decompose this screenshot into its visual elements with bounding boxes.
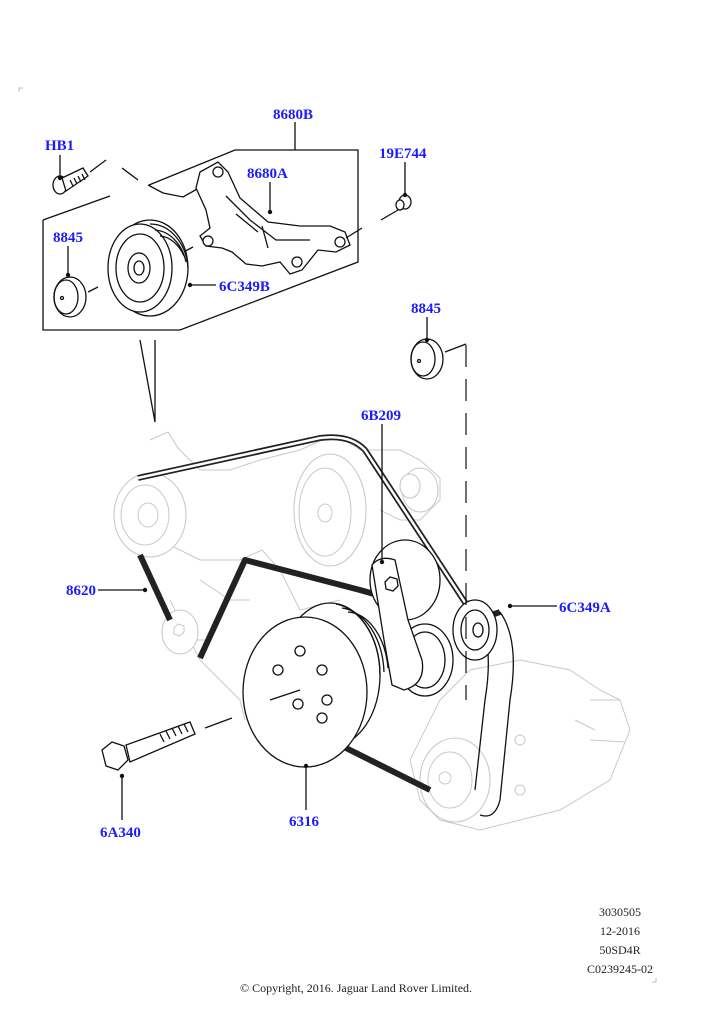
callout-19e744[interactable]: 19E744 <box>379 146 427 162</box>
callout-6c349a[interactable]: 6C349A <box>559 600 611 616</box>
dust-cap-8845-lower <box>410 338 467 380</box>
lower-idler-pulley <box>452 599 498 661</box>
ref-illustration-id: C0239245-02 <box>587 962 653 976</box>
leader-lines <box>57 122 557 820</box>
crankshaft-pulley-6316 <box>242 602 389 768</box>
callout-8620[interactable]: 8620 <box>66 583 96 599</box>
callout-6c349b[interactable]: 6C349B <box>219 279 270 295</box>
copyright-notice: © Copyright, 2016. Jaguar Land Rover Lim… <box>239 981 473 995</box>
callout-8845-lower[interactable]: 8845 <box>411 301 441 317</box>
tensioner-6b209 <box>369 539 454 697</box>
callout-8845-upper[interactable]: 8845 <box>53 230 83 246</box>
callout-6b209[interactable]: 6B209 <box>361 408 402 424</box>
corner-mark-top-left <box>18 87 23 92</box>
idler-pulley-6c349b <box>107 219 189 317</box>
dust-cap-8845-upper <box>53 276 99 318</box>
callout-hb1[interactable]: HB1 <box>45 138 75 154</box>
sleeve-19e744 <box>380 194 412 221</box>
exploded-inset <box>42 149 412 331</box>
bolt-6a340 <box>101 717 233 771</box>
bolt-hb1 <box>52 159 107 195</box>
callout-8680b[interactable]: 8680B <box>273 107 314 123</box>
callout-8680a[interactable]: 8680A <box>247 166 288 182</box>
large-pulley <box>293 453 367 567</box>
ref-number: 3030505 <box>599 905 641 919</box>
ref-code: 50SD4R <box>599 943 641 957</box>
alternator-pulley <box>161 609 199 655</box>
callout-6316[interactable]: 6316 <box>289 814 319 830</box>
ref-date: 12-2016 <box>600 924 640 938</box>
callout-6a340[interactable]: 6A340 <box>100 825 141 841</box>
bracket-8680a <box>177 161 363 275</box>
explode-line <box>139 339 156 423</box>
corner-mark-bottom-right <box>652 978 657 983</box>
upper-idler-pulley <box>113 472 187 558</box>
